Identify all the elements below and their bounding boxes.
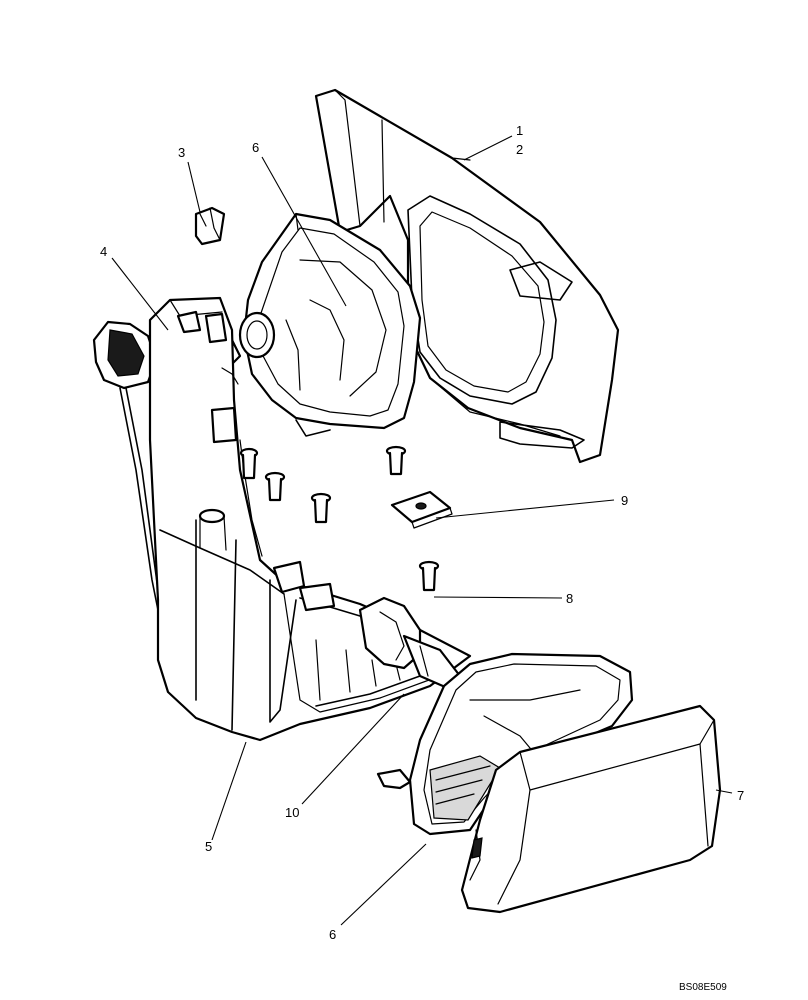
screw-4: [385, 445, 407, 476]
callout-4: 4: [100, 244, 107, 259]
drawing-code: BS08E509: [679, 982, 727, 993]
callout-5: 5: [205, 839, 212, 854]
callout-6-top: 6: [252, 140, 259, 155]
screw-3: [310, 492, 332, 524]
callout-3: 3: [178, 145, 185, 160]
pivot-motor: [358, 596, 462, 692]
callout-1: 1: [516, 123, 523, 138]
screws: [239, 445, 440, 592]
mirror-back-panel: [314, 88, 620, 464]
clip: [194, 206, 226, 246]
leader-lines: [111, 135, 733, 926]
callout-7: 7: [737, 788, 744, 803]
callout-8: 8: [566, 591, 573, 606]
callout-6-bottom: 6: [329, 927, 336, 942]
callout-10: 10: [285, 805, 299, 820]
glass-actuator-housing: [238, 212, 422, 437]
callout-2: 2: [516, 142, 523, 157]
screw-1: [239, 447, 259, 480]
screw-2: [264, 471, 286, 502]
callouts: 1 2 3 6 4 9 8 7 10 5 6: [100, 123, 744, 942]
cover-lens: [460, 704, 722, 914]
screw-5: [418, 560, 440, 592]
nut-plate: [390, 490, 453, 529]
callout-9: 9: [621, 493, 628, 508]
